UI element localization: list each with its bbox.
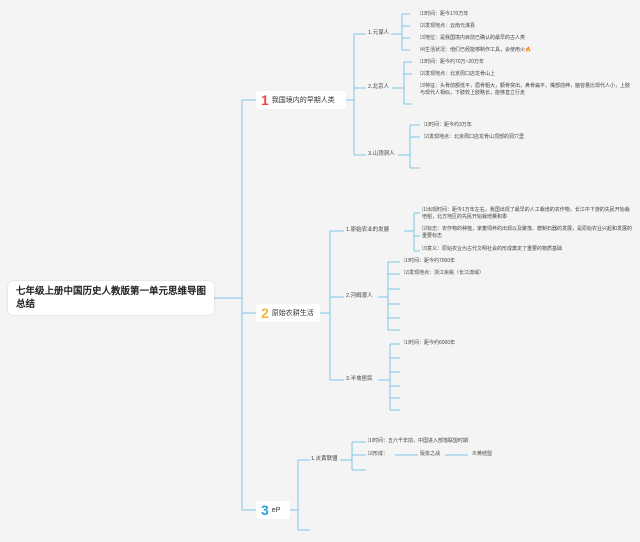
root-node[interactable]: 七年级上册中国历史人教版第一单元思维导图总结 (8, 281, 214, 315)
agriculture-item-meaning: ⑶意义：原始农业为古代文明社会的形成奠定了重要的物质基础 (422, 246, 563, 252)
beijing-item-location: ⑵发现地点：北京周口店龙骨山上 (420, 71, 496, 77)
node-yuanmou[interactable]: 1.元谋人 (368, 30, 390, 36)
branch-number: 3 (261, 502, 269, 518)
yuanmou-item-status: ⑶地位：是我国境内目前已确认的最早的古人类 (420, 35, 526, 41)
yanhuang-item-banquan: 阪泉之战 (420, 451, 441, 457)
beijing-item-features: ⑶特征：头骨前额低平，眉骨粗大，颧骨突出，鼻骨扁平，嘴部前伸，脑容量比现代人小，… (420, 83, 631, 96)
branch-label: 原始农耕生活 (271, 310, 314, 317)
yuanmou-item-time: ⑴时间：距今170万年 (420, 11, 469, 17)
agriculture-item-sign: ⑵标志：农作物的种植，家畜饲养的出现以及聚落、磨制石器的发展，是原始农业兴起和发… (422, 226, 633, 239)
branch-third[interactable]: 3 eP (256, 501, 290, 519)
yanhuang-item-time: ⑴时间：五六千年前，中国进入部落联盟时期 (368, 438, 469, 444)
node-agriculture[interactable]: 1.原始农业的发展 (346, 227, 390, 233)
node-beijing-man[interactable]: 2.北京人 (368, 84, 390, 90)
branch-farming-life[interactable]: 2 原始农耕生活 (256, 304, 320, 322)
hemudu-item-location: ⑵发现地点：浙江余姚（长江流域） (404, 270, 485, 276)
hemudu-item-time: ⑴时间：距今约7000年 (404, 258, 456, 264)
banpo-item-time: ⑴时间：距今约6000年 (404, 340, 456, 346)
node-hemudu[interactable]: 2.河姆渡人 (346, 293, 373, 299)
node-yanhuang-alliance[interactable]: 1.炎黄联盟 (311, 456, 338, 462)
node-banpo[interactable]: 3.半坡居民 (346, 376, 373, 382)
upper-cave-item-location: ⑵发现地点：北京周口店龙骨山顶部的洞穴里 (424, 134, 525, 140)
branch-number: 2 (261, 305, 269, 321)
node-upper-cave-man[interactable]: 3.山顶洞人 (368, 151, 395, 157)
branch-label: eP (271, 506, 281, 514)
upper-cave-item-time: ⑴时间：距今约3万年 (424, 122, 472, 128)
yanhuang-item-alliance: 炎黄结盟 (472, 451, 493, 457)
yanhuang-item-formation: ⑵形成： (368, 451, 389, 457)
branch-label: 我国境内的早期人类 (271, 97, 335, 104)
branch-early-humans[interactable]: 1 我国境内的早期人类 (256, 91, 346, 109)
agriculture-item-time: ⑴出现时间：距今1万年左右，我国出现了最早的人工栽培的农作物，长江中下游的先民开… (422, 207, 630, 220)
branch-number: 1 (261, 92, 269, 108)
beijing-item-time: ⑴时间：距今约70万~20万年 (420, 59, 485, 65)
yuanmou-item-life: ⑷生活状况：他们已经能够制作工具，会使用火🔥 (420, 47, 532, 53)
yuanmou-item-location: ⑵发现地点：云南元谋县 (420, 23, 476, 29)
root-title: 七年级上册中国历史人教版第一单元思维导图总结 (16, 286, 207, 310)
